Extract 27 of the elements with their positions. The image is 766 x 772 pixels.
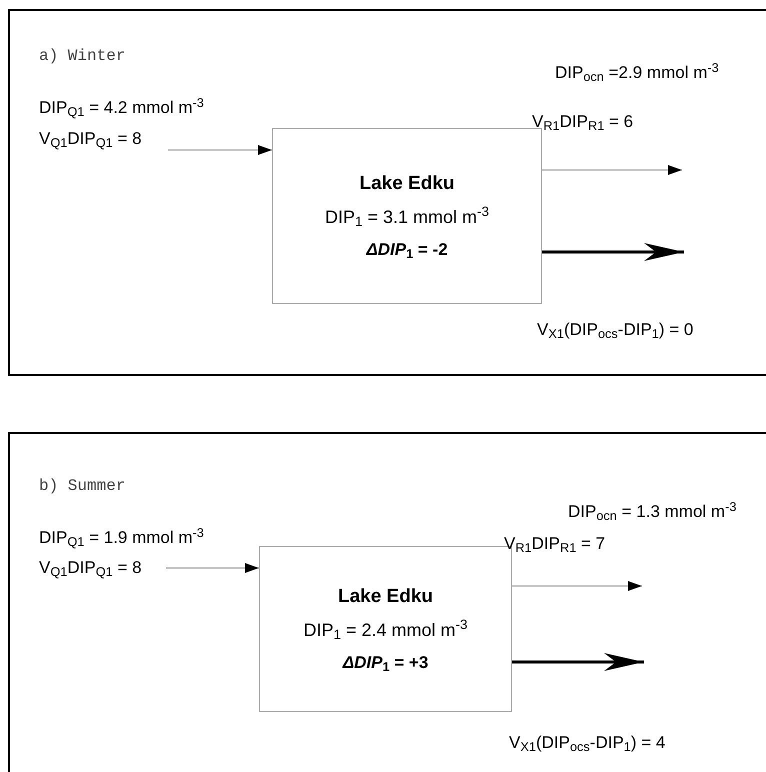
- panel-frame: [8, 9, 766, 376]
- edge-label: V$_{Q1}$DIP$_{Q1}$ = 8: [39, 557, 142, 582]
- box-title: Lake Edku: [359, 172, 455, 196]
- edge-label: V$_{R1}$DIP$_{R1}$ = 6: [532, 111, 634, 136]
- arrow: [512, 581, 642, 591]
- panel-title: a) Winter: [39, 46, 126, 67]
- edge-label: V$_{R1}$DIP$_{R1}$ = 7: [504, 533, 606, 558]
- box-title: Lake Edku: [338, 584, 434, 608]
- panel-title: b) Summer: [39, 476, 126, 497]
- arrow: [542, 165, 682, 175]
- box-text: DIP$_{1}$ = 3.1 mmol m$^{-3}$: [324, 204, 490, 231]
- arrow: [166, 563, 260, 573]
- lake-box: [272, 128, 542, 304]
- edge-label: V$_{Q1}$DIP$_{Q1}$ = 8: [39, 128, 142, 152]
- edge-label: V$_{X1}$(DIP$_{ocs}$-DIP$_{1}$) = 4: [509, 732, 666, 756]
- concentration-label: DIP$_{Q1}$ = 1.9 mmol m$^{-3}$: [39, 525, 204, 550]
- arrow: [512, 653, 644, 671]
- panel-frame: [8, 432, 766, 772]
- edge-label: V$_{X1}$(DIP$_{ocs}$-DIP$_{1}$) = 0: [537, 319, 694, 344]
- concentration-label: DIP$_{ocn}$ =2.9 mmol m$^{-3}$: [555, 60, 719, 86]
- concentration-label: DIP$_{Q1}$ = 4.2 mmol m$^{-3}$: [39, 95, 204, 120]
- concentration-label: DIP$_{ocn}$ = 1.3 mmol m$^{-3}$: [568, 499, 736, 524]
- arrow: [168, 145, 272, 155]
- box-text: DIP$_{1}$ = 2.4 mmol m$^{-3}$: [303, 617, 468, 644]
- box-text: ΔDIP$_{1}$ = +3: [342, 652, 428, 676]
- box-text: ΔDIP$_{1}$ = -2: [366, 239, 448, 262]
- arrow: [542, 243, 684, 261]
